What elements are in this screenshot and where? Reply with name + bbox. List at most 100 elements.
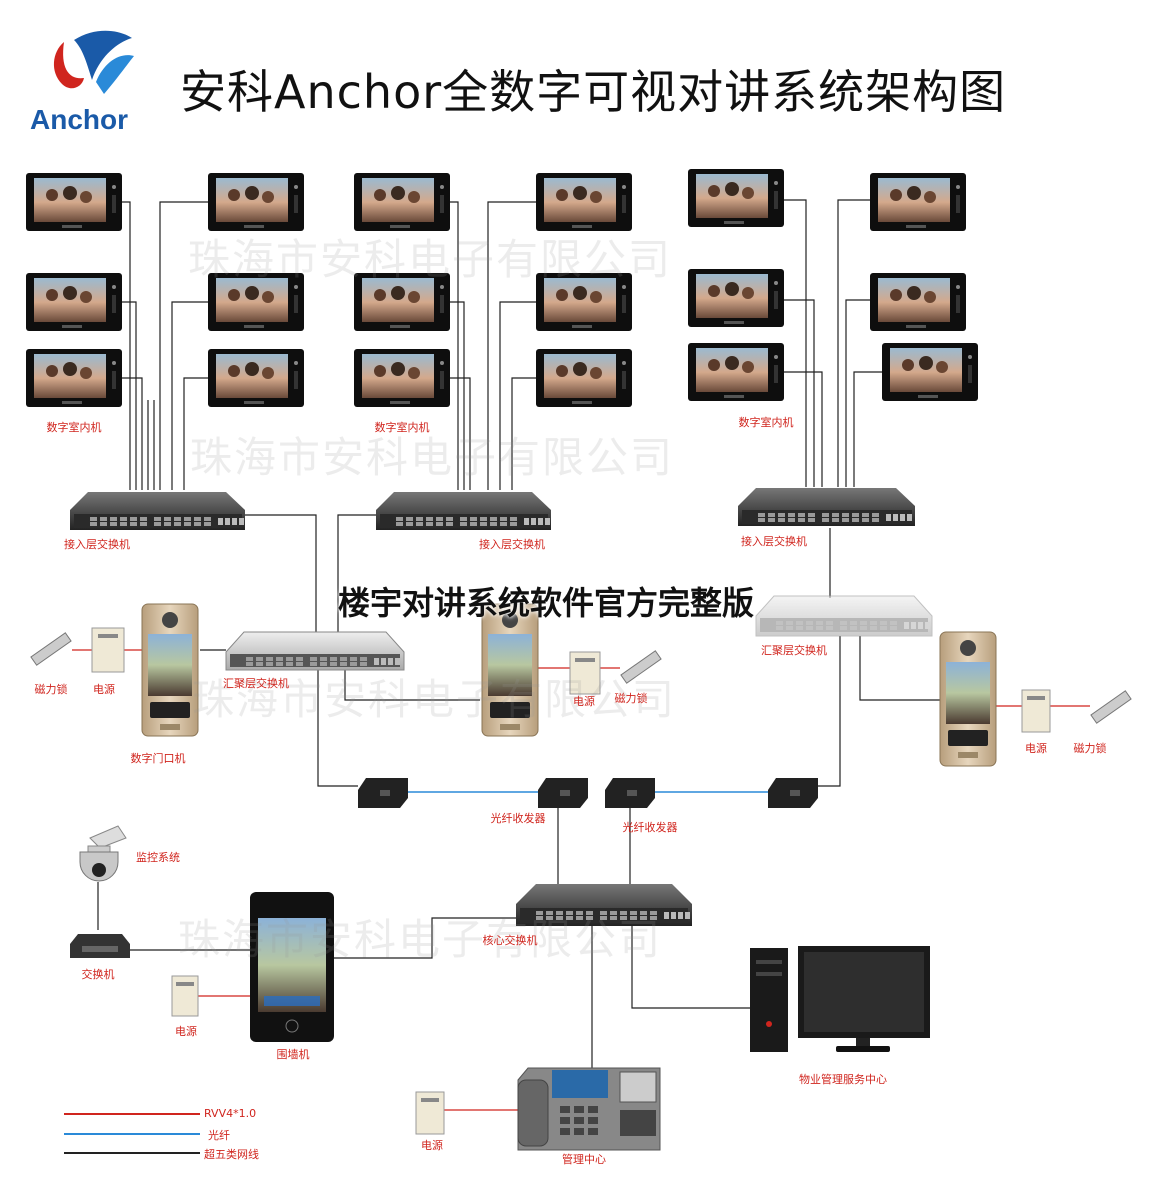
switch-port xyxy=(140,517,147,521)
power-label-3: 电源 xyxy=(1025,742,1047,755)
access-switch-2 xyxy=(376,492,551,530)
switch-port xyxy=(816,626,823,630)
switch-port xyxy=(90,522,97,526)
magnetic-lock-2-icon xyxy=(620,650,662,684)
indoor-monitor xyxy=(354,273,450,331)
magnetic-lock-1-icon xyxy=(30,632,72,666)
switch-port xyxy=(130,517,137,521)
indoor-monitor xyxy=(688,269,784,327)
indoor-monitor xyxy=(26,349,122,407)
switch-port xyxy=(90,517,97,521)
switch-port xyxy=(416,522,423,526)
switch-port xyxy=(566,916,573,920)
indoor-monitor xyxy=(870,173,966,231)
switch-port xyxy=(320,657,327,661)
switch-port xyxy=(130,522,137,526)
switch-port xyxy=(620,916,627,920)
switch-port xyxy=(406,517,413,521)
switch-uplink-port xyxy=(395,658,400,665)
switch-port xyxy=(436,517,443,521)
indoor-monitor xyxy=(208,173,304,231)
switch-port xyxy=(880,621,887,625)
switch-port xyxy=(340,657,347,661)
switch-port xyxy=(204,522,211,526)
switch-port xyxy=(340,662,347,666)
switch-port xyxy=(890,626,897,630)
switch-port xyxy=(184,522,191,526)
switch-port xyxy=(650,916,657,920)
switch-port xyxy=(490,522,497,526)
access-switch-3 xyxy=(738,488,915,526)
power-box-4-icon xyxy=(171,975,199,1017)
network-wires xyxy=(97,199,940,1072)
switch-port xyxy=(296,662,303,666)
switch-port xyxy=(798,513,805,517)
switch-port xyxy=(600,911,607,915)
switch-port xyxy=(786,626,793,630)
aggregation-switch-2 xyxy=(755,595,933,637)
door-station-label: 数字门口机 xyxy=(130,752,186,765)
magnetic-lock-3-icon xyxy=(1090,690,1132,724)
legend-rvv: RVV4*1.0 xyxy=(204,1107,257,1120)
switch-port xyxy=(862,518,869,522)
legend-lines xyxy=(64,1113,200,1154)
door-station-2 xyxy=(481,603,539,737)
power-box-3-icon xyxy=(1021,689,1051,733)
switch-port xyxy=(778,518,785,522)
switch-port xyxy=(480,517,487,521)
switch-port xyxy=(310,662,317,666)
switch-uplink-port xyxy=(925,622,930,629)
switch-port xyxy=(610,916,617,920)
fence-unit-label: 围墙机 xyxy=(276,1048,310,1061)
switch-uplink-port xyxy=(904,622,909,629)
legend-cat5: 超五类网线 xyxy=(204,1148,259,1161)
indoor-label-1: 数字室内机 xyxy=(46,421,102,434)
switch-port xyxy=(120,517,127,521)
switch-port xyxy=(174,517,181,521)
switch-port xyxy=(786,621,793,625)
switch-port xyxy=(100,517,107,521)
switch-port xyxy=(788,518,795,522)
indoor-monitors xyxy=(26,169,978,407)
switch-uplink-port xyxy=(239,518,244,525)
switch-port xyxy=(840,621,847,625)
switch-port xyxy=(776,626,783,630)
switch-port xyxy=(436,522,443,526)
switch-uplink-port xyxy=(374,658,379,665)
switch-port xyxy=(826,621,833,625)
switch-port xyxy=(620,911,627,915)
power-box-1-icon xyxy=(91,627,125,673)
logo-text: Anchor xyxy=(30,104,128,135)
switch-port xyxy=(640,911,647,915)
agg-switch-label-1: 汇聚层交换机 xyxy=(223,677,289,690)
switch-port xyxy=(194,517,201,521)
small-switch-label: 交换机 xyxy=(81,968,115,981)
switch-port xyxy=(796,626,803,630)
switch-port xyxy=(510,522,517,526)
switch-port xyxy=(510,517,517,521)
switch-port xyxy=(586,916,593,920)
switch-port xyxy=(480,522,487,526)
property-pc xyxy=(750,946,930,1052)
core-switch-label: 核心交换机 xyxy=(482,934,538,947)
switch-port xyxy=(776,621,783,625)
switch-port xyxy=(566,911,573,915)
switch-port xyxy=(870,621,877,625)
indoor-monitor xyxy=(208,349,304,407)
switch-port xyxy=(852,513,859,517)
access-switch-label-3: 接入层交换机 xyxy=(741,535,807,548)
indoor-monitor xyxy=(536,273,632,331)
switch-uplink-port xyxy=(381,658,386,665)
switch-port xyxy=(880,626,887,630)
switch-port xyxy=(842,518,849,522)
switch-port xyxy=(446,517,453,521)
switch-port xyxy=(536,911,543,915)
power-wires xyxy=(72,649,1090,1111)
switch-uplink-port xyxy=(388,658,393,665)
switch-port xyxy=(350,657,357,661)
switch-port xyxy=(808,513,815,517)
switch-port xyxy=(396,522,403,526)
switch-port xyxy=(850,626,857,630)
switch-port xyxy=(640,916,647,920)
